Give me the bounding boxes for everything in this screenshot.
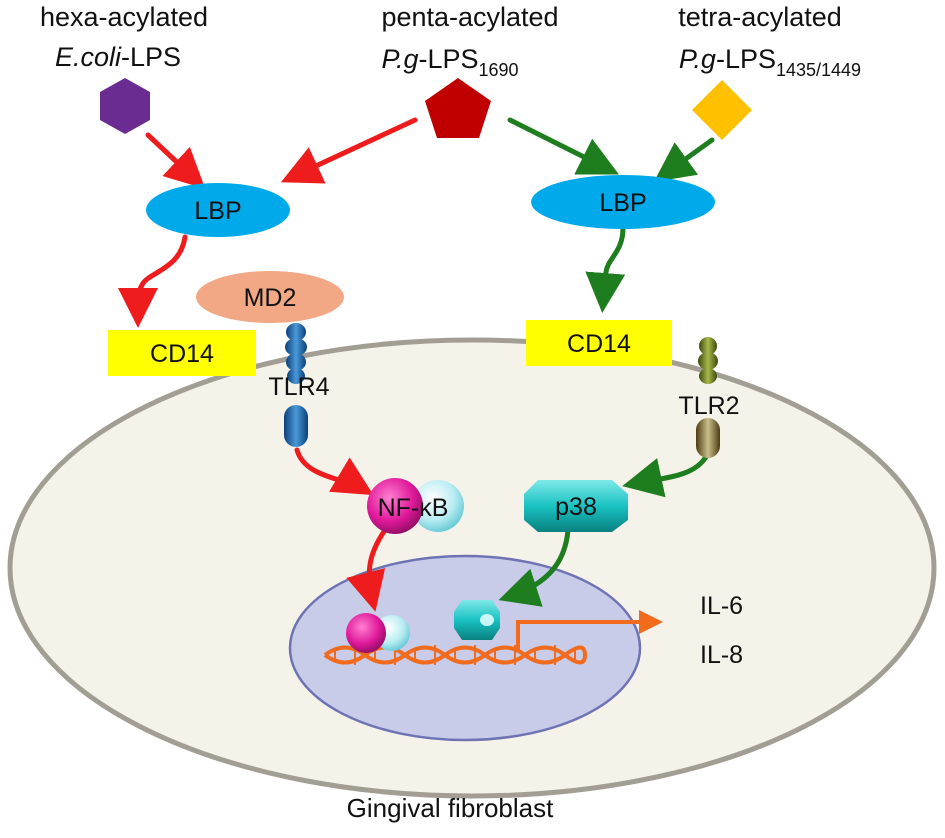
pg-lps-1435-label-line2: P.g-LPS1435/1449: [679, 44, 861, 80]
arrow-lbp-to-cd14-right: [585, 225, 626, 313]
arrow-ecoli-to-lbp: [145, 132, 206, 189]
cd14-right: CD14: [526, 320, 672, 366]
arrow-tlr2-to-p38: [622, 452, 710, 498]
ecoli-lps-label-line1: hexa-acylated: [40, 2, 208, 32]
arrow-nfkb-to-nucleus: [346, 527, 388, 612]
ecoli-lps-hexagon: [100, 78, 150, 134]
tlr4-receptor: [284, 323, 308, 447]
p38: p38: [524, 480, 628, 532]
arrow-pg1435-to-lbp-right: [653, 137, 715, 182]
p38-label: p38: [555, 493, 597, 521]
pg-lps-1690-pentagon: [425, 78, 491, 138]
pg-lps-1435-label-line1: tetra-acylated: [678, 2, 842, 32]
lbp-left: LBP: [146, 183, 290, 237]
nfkb-complex: NF-κB: [367, 478, 464, 534]
pg-lps-1690-label-line1: penta-acylated: [381, 2, 558, 32]
il6-label: IL-6: [700, 592, 743, 620]
arrow-tlr4-to-nfkb: [294, 447, 374, 496]
lbp-right: LBP: [531, 175, 715, 229]
ecoli-lps-label-line2: E.coli-LPS: [55, 42, 181, 72]
arrow-lbp-to-cd14-left: [117, 234, 188, 328]
cd14-left-label: CD14: [150, 340, 214, 368]
md2: MD2: [196, 271, 344, 323]
cd14-right-label: CD14: [567, 330, 631, 358]
tlr2-receptor: [696, 337, 720, 458]
pg-lps-1435-diamond: [692, 80, 752, 140]
lbp-left-label: LBP: [194, 197, 241, 225]
transcription-arrow: [516, 610, 663, 650]
arrow-pg1690-to-lbp-right: [507, 117, 619, 175]
nucleus-nfkb-complex: [346, 613, 410, 653]
arrow-pg1690-to-lbp-left: [280, 117, 418, 184]
pg-lps-1690-label-line2: P.g-LPS1690: [381, 44, 518, 80]
tlr2-label: TLR2: [678, 392, 739, 420]
tlr4-label: TLR4: [268, 373, 329, 401]
il8-label: IL-8: [700, 641, 743, 669]
lbp-right-label: LBP: [599, 189, 646, 217]
arrow-p38-to-nucleus: [498, 527, 571, 607]
nucleus-p38: [454, 600, 500, 640]
md2-label: MD2: [244, 284, 297, 312]
cd14-left: CD14: [108, 330, 256, 376]
nfkb-label: NF-κB: [378, 494, 449, 522]
cell-label: Gingival fibroblast: [347, 793, 554, 823]
